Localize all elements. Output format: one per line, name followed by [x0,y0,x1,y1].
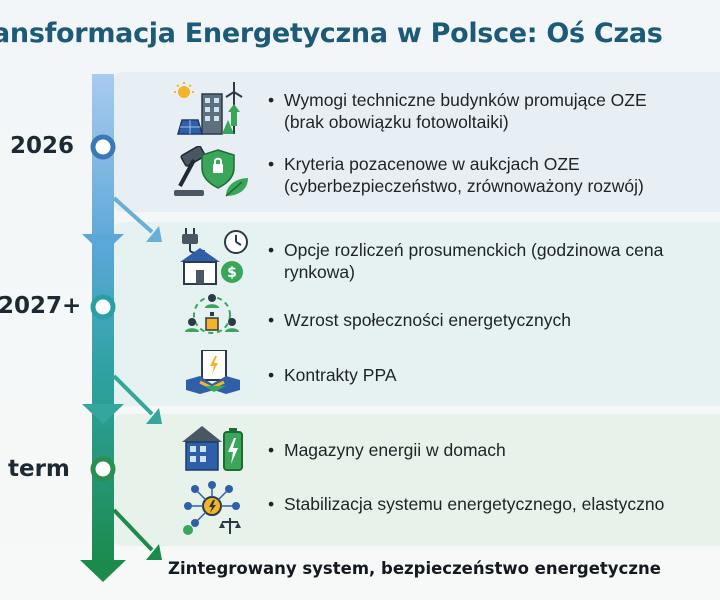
branch-arrow-3 [112,508,154,552]
list-item: • Opcje rozliczeń prosumenckich (godzino… [268,240,664,282]
list-item: • Wzrost społeczności energetycznych [268,310,571,330]
timeline-node-2027 [90,294,116,320]
network-balance-icon [182,480,244,541]
branch-arrow-1 [112,196,154,234]
contract-handshake-icon [184,349,242,403]
phase-label-term: term [8,456,70,482]
list-item: • Kontrakty PPA [268,365,397,385]
list-item: • Wymogi techniczne budynków promujące O… [268,90,647,132]
list-item: • Magazyny energii w domach [268,440,506,460]
phase-label-2026: 2026 [10,133,75,159]
house-battery-icon [180,424,244,477]
page-title: ansformacja Energetyczna w Polsce: Oś Cz… [0,18,663,49]
list-item: • Kryteria pozacenowe w aukcjach OZE (cy… [268,154,644,196]
conclusion-text: Zintegrowany system, bezpieczeństwo ener… [168,559,661,578]
gavel-shield-leaf-icon [172,145,250,205]
svg-text:$: $ [227,265,237,281]
timeline-arrow-2 [82,404,124,424]
building-solar-wind-icon [172,82,246,143]
timeline-arrow-final [80,560,126,582]
phase-label-2027: 2027+ [0,293,82,319]
energy-community-icon [184,292,240,343]
list-item: • Stabilizacja systemu energetycznego, e… [268,494,665,514]
timeline-bar [92,74,114,570]
timeline-arrow-1 [82,234,124,254]
branch-arrow-2 [112,374,154,416]
timeline-node-2026 [90,134,116,160]
timeline-node-term [90,456,116,482]
house-plug-clock-dollar-icon: $ [176,228,250,293]
